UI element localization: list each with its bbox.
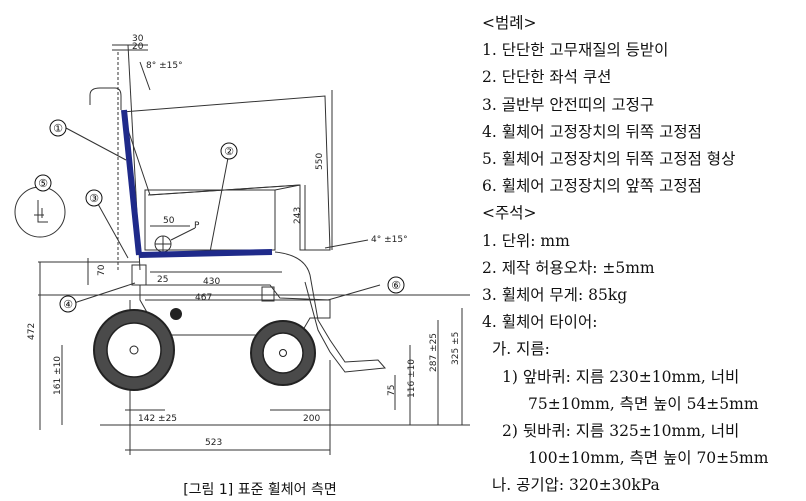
note-tires: 4. 휠체어 타이어:	[482, 313, 598, 332]
leader-4	[73, 282, 136, 304]
dim-8deg: 8° ±15°	[146, 61, 183, 71]
note-tolerance: 2. 제작 허용오차: ±5mm	[482, 258, 655, 277]
armrest-line	[147, 184, 301, 196]
legend-header: <범례>	[482, 14, 537, 32]
legend-and-notes: <범례> 1. 단단한 고무재질의 등받이 2. 단단한 좌석 쿠션 3. 골반…	[478, 10, 804, 500]
push-handle	[89, 87, 122, 110]
highlighted-frame	[121, 109, 273, 258]
figure-caption: [그림 1] 표준 휠체어 측면	[183, 482, 337, 498]
note-diameter-header: 가. 지름:	[492, 340, 550, 359]
callout-1: ①	[53, 122, 63, 135]
backrest-pad	[121, 95, 331, 251]
dim-70: 70	[97, 264, 107, 276]
dim-325: 325 ±5	[451, 332, 461, 365]
dim-50: 50	[163, 216, 175, 226]
leader-2	[209, 157, 229, 253]
front-anchor-bracket	[261, 286, 275, 302]
legend-item: 3. 골반부 안전띠의 고정구	[482, 95, 655, 114]
dim-287: 287 ±25	[429, 333, 439, 372]
note-rear-wheel: 2) 뒷바퀴: 지름 325±10mm, 너비	[502, 422, 740, 441]
dim-75: 75	[387, 385, 397, 396]
note-front-wheel: 1) 앞바퀴: 지름 230±10mm, 너비	[502, 367, 740, 386]
dim-523: 523	[205, 438, 222, 448]
rear-wheel	[93, 309, 175, 391]
callout-4: ④	[63, 298, 73, 311]
dim-30: 30	[132, 34, 144, 44]
legend-item: 1. 단단한 고무재질의 등받이	[482, 41, 669, 60]
leader-1	[65, 127, 127, 161]
dim-25: 25	[157, 275, 168, 285]
dim-430: 430	[203, 277, 220, 287]
dim-467: 467	[195, 293, 212, 303]
note-rear-wheel-cont: 100±10mm, 측면 높이 70±5mm	[528, 449, 769, 468]
backrest-highlight	[121, 109, 142, 256]
callout-2: ②	[224, 145, 234, 158]
detail-5-shape	[34, 200, 48, 223]
front-wheel	[250, 320, 316, 386]
tilt-angle-line	[324, 239, 369, 249]
note-weight: 3. 휠체어 무게: 85kg	[482, 286, 628, 305]
point-p-label: P	[194, 221, 200, 231]
dim-472: 472	[27, 323, 37, 340]
dim-142: 142 ±25	[138, 414, 177, 424]
center-of-gravity-mark	[170, 308, 182, 320]
callout-6: ⑥	[391, 279, 401, 292]
leg-frame	[274, 251, 387, 373]
note-front-wheel-cont: 75±10mm, 측면 높이 54±5mm	[528, 394, 759, 413]
dim-243: 243	[293, 207, 303, 224]
note-pressure: 나. 공기압: 320±30kPa	[492, 476, 660, 495]
callout-3: ③	[89, 192, 99, 205]
legend-item: 2. 단단한 좌석 쿠션	[482, 68, 612, 87]
seat-edge	[274, 184, 301, 191]
angle-guide	[139, 61, 151, 91]
callout-5: ⑤	[38, 177, 48, 190]
dim-161: 161 ±10	[53, 356, 63, 395]
leader-3	[97, 203, 129, 259]
dim-200: 200	[303, 414, 320, 424]
dim-4deg: 4° ±15°	[371, 235, 408, 245]
notes-header: <주석>	[482, 204, 537, 223]
seat-highlight	[138, 249, 273, 258]
legend-item: 5. 휠체어 고정장치의 뒤쪽 고정점 형상	[482, 150, 736, 169]
rear-anchor-bracket	[131, 264, 147, 286]
legend-item: 6. 휠체어 고정장치의 앞쪽 고정점	[482, 177, 702, 196]
note-unit: 1. 단위: mm	[482, 231, 570, 250]
detail-5-circle	[14, 186, 66, 238]
dim-116: 116 ±10	[407, 359, 417, 398]
dim-20: 20	[132, 42, 144, 52]
leader-6	[327, 284, 381, 301]
dim-550: 550	[315, 153, 325, 170]
legend-item: 4. 휠체어 고정장치의 뒤쪽 고정점	[482, 122, 702, 141]
